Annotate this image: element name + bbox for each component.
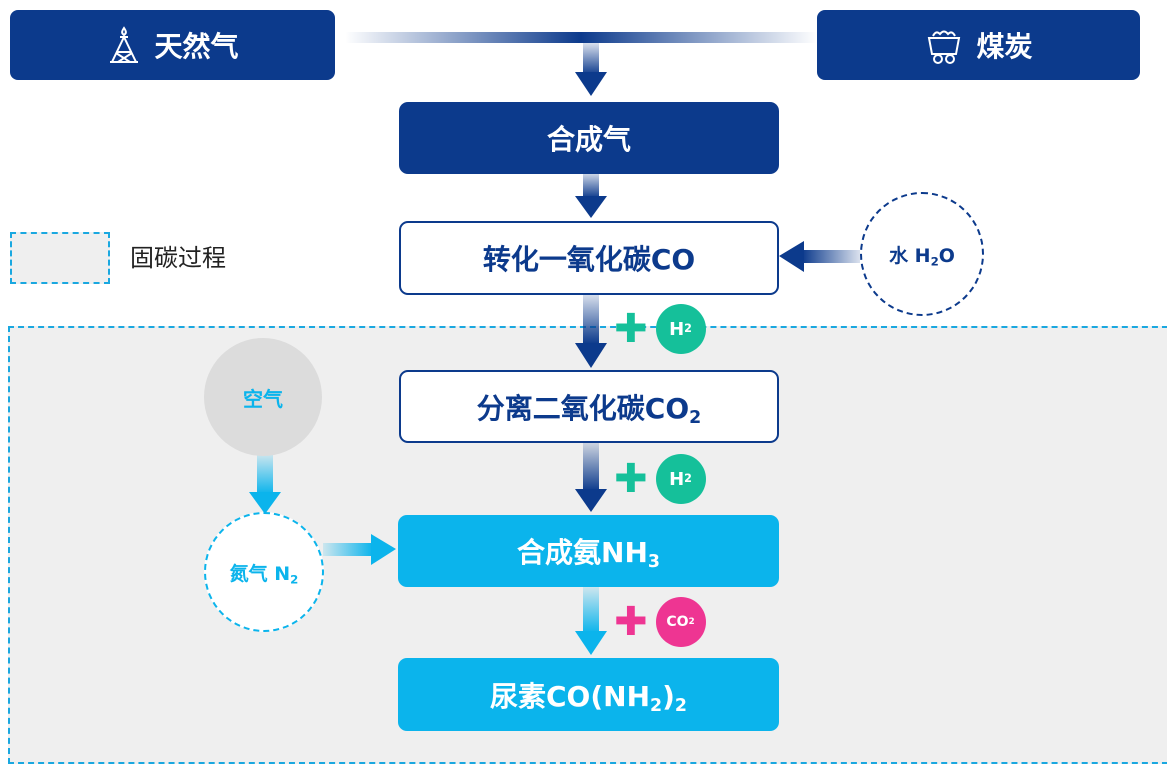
arrow-shaft-sources-syngas	[583, 43, 599, 75]
arrow-shaft-co-separation	[583, 294, 599, 344]
plus-icon: ✚	[614, 306, 648, 352]
water-label: 水 H2O	[889, 244, 955, 269]
plus-icon: ✚	[614, 599, 648, 645]
arrow-head-air-nitrogen	[249, 492, 281, 514]
legend-swatch	[10, 232, 110, 284]
step-urea: 尿素CO(NH2)2	[398, 658, 779, 731]
arrow-head-nitrogen-ammonia	[371, 534, 396, 565]
step-ammonia-synthesis: 合成氨NH3	[398, 515, 779, 587]
arrow-shaft-separation-ammonia	[583, 443, 599, 491]
input-water: 水 H2O	[860, 192, 984, 316]
ammonia-label: 合成氨NH3	[517, 536, 660, 573]
co-conversion-label: 转化一氧化碳CO	[482, 243, 696, 276]
air-label: 空气	[243, 386, 283, 411]
step-co-conversion: 转化一氧化碳CO	[399, 221, 779, 295]
arrow-head-water-co	[779, 241, 804, 272]
arrow-head-ammonia-urea	[575, 631, 607, 655]
legend-label: 固碳过程	[130, 244, 226, 272]
natural-gas-label: 天然气	[154, 30, 239, 63]
input-air: 空气	[204, 338, 322, 456]
source-natural-gas: 天然气	[10, 10, 335, 80]
arrow-head-co-separation	[575, 343, 607, 368]
arrow-shaft-ammonia-urea	[583, 587, 599, 633]
step-syngas: 合成气	[399, 102, 779, 174]
source-coal: 煤炭	[817, 10, 1140, 80]
source-merge-bar	[345, 32, 817, 43]
plus-icon: ✚	[614, 456, 648, 502]
arrow-head-syngas-co	[575, 196, 607, 218]
input-nitrogen: 氮气 N2	[204, 512, 324, 632]
nitrogen-label: 氮气 N2	[229, 562, 299, 587]
co2-separation-label: 分离二氧化碳CO2	[476, 391, 702, 428]
coal-label: 煤炭	[976, 30, 1033, 63]
urea-label: 尿素CO(NH2)2	[489, 679, 687, 716]
arrow-shaft-syngas-co	[583, 172, 599, 198]
step-co2-separation: 分离二氧化碳CO2	[399, 370, 779, 443]
mine-cart-icon	[924, 25, 964, 65]
arrow-head-sources-syngas	[575, 72, 607, 96]
arrow-shaft-water-co	[802, 250, 860, 263]
arrow-head-separation-ammonia	[575, 489, 607, 512]
oil-derrick-icon	[106, 25, 142, 65]
arrow-shaft-air-nitrogen	[257, 454, 273, 494]
syngas-label: 合成气	[546, 123, 631, 156]
arrow-shaft-nitrogen-ammonia	[323, 543, 373, 556]
